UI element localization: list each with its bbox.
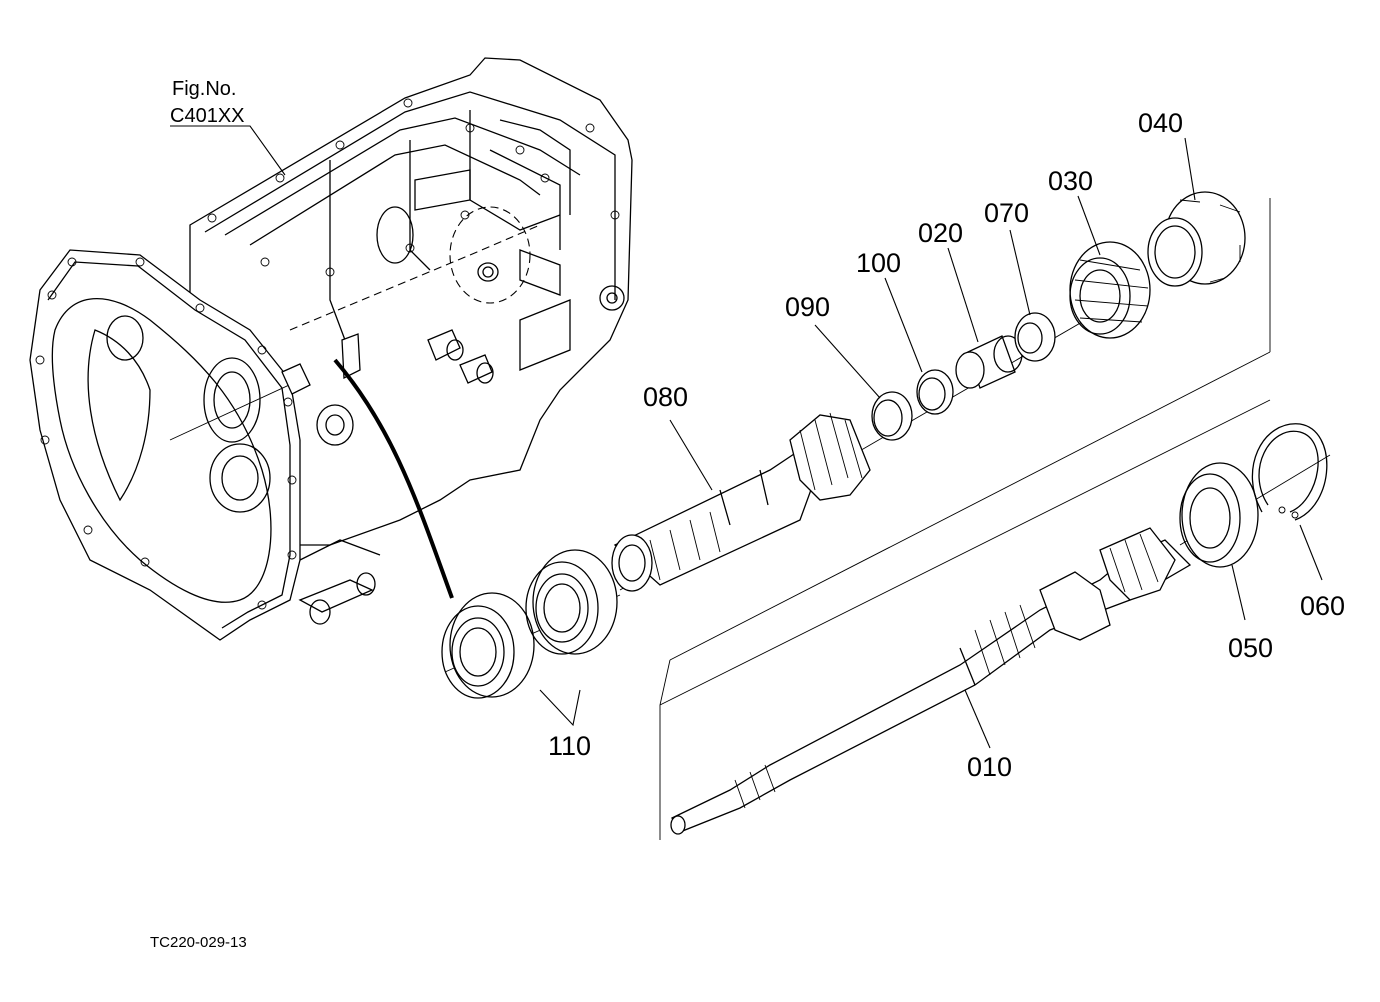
needle-bearing-020: [955, 335, 1023, 389]
part-label-110: 110: [548, 731, 591, 761]
transmission-case: [29, 57, 633, 641]
part-label-070: 070: [984, 198, 1029, 228]
main-shaft-010: [670, 527, 1192, 835]
assembly-arrow: [333, 358, 454, 599]
drawing-code: TC220-029-13: [150, 934, 247, 951]
ball-bearing-050: [1179, 462, 1259, 568]
part-label-010: 010: [967, 752, 1012, 782]
assembly-bracket: [659, 198, 1271, 840]
part-label-060: 060: [1300, 591, 1345, 621]
gear-040: [1147, 191, 1246, 287]
gear-030: [1069, 241, 1151, 339]
part-label-090: 090: [785, 292, 830, 322]
snap-ring-060: [1251, 423, 1328, 521]
part-label-100: 100: [856, 248, 901, 278]
collar-100: [916, 369, 954, 415]
fig-number: C401XX: [170, 105, 245, 127]
part-label-020: 020: [918, 218, 963, 248]
part-label-080: 080: [643, 382, 688, 412]
part-label-040: 040: [1138, 108, 1183, 138]
part-label-050: 050: [1228, 633, 1273, 663]
collar-090: [871, 391, 913, 441]
part-label-030: 030: [1048, 166, 1093, 196]
washer-070: [1014, 312, 1056, 362]
ball-bearing-110: [441, 549, 618, 699]
leader-110: [539, 689, 581, 727]
leader-lines: [170, 125, 1323, 749]
pinion-shaft-080: [611, 412, 871, 592]
fig-label: Fig.No.: [172, 78, 236, 100]
